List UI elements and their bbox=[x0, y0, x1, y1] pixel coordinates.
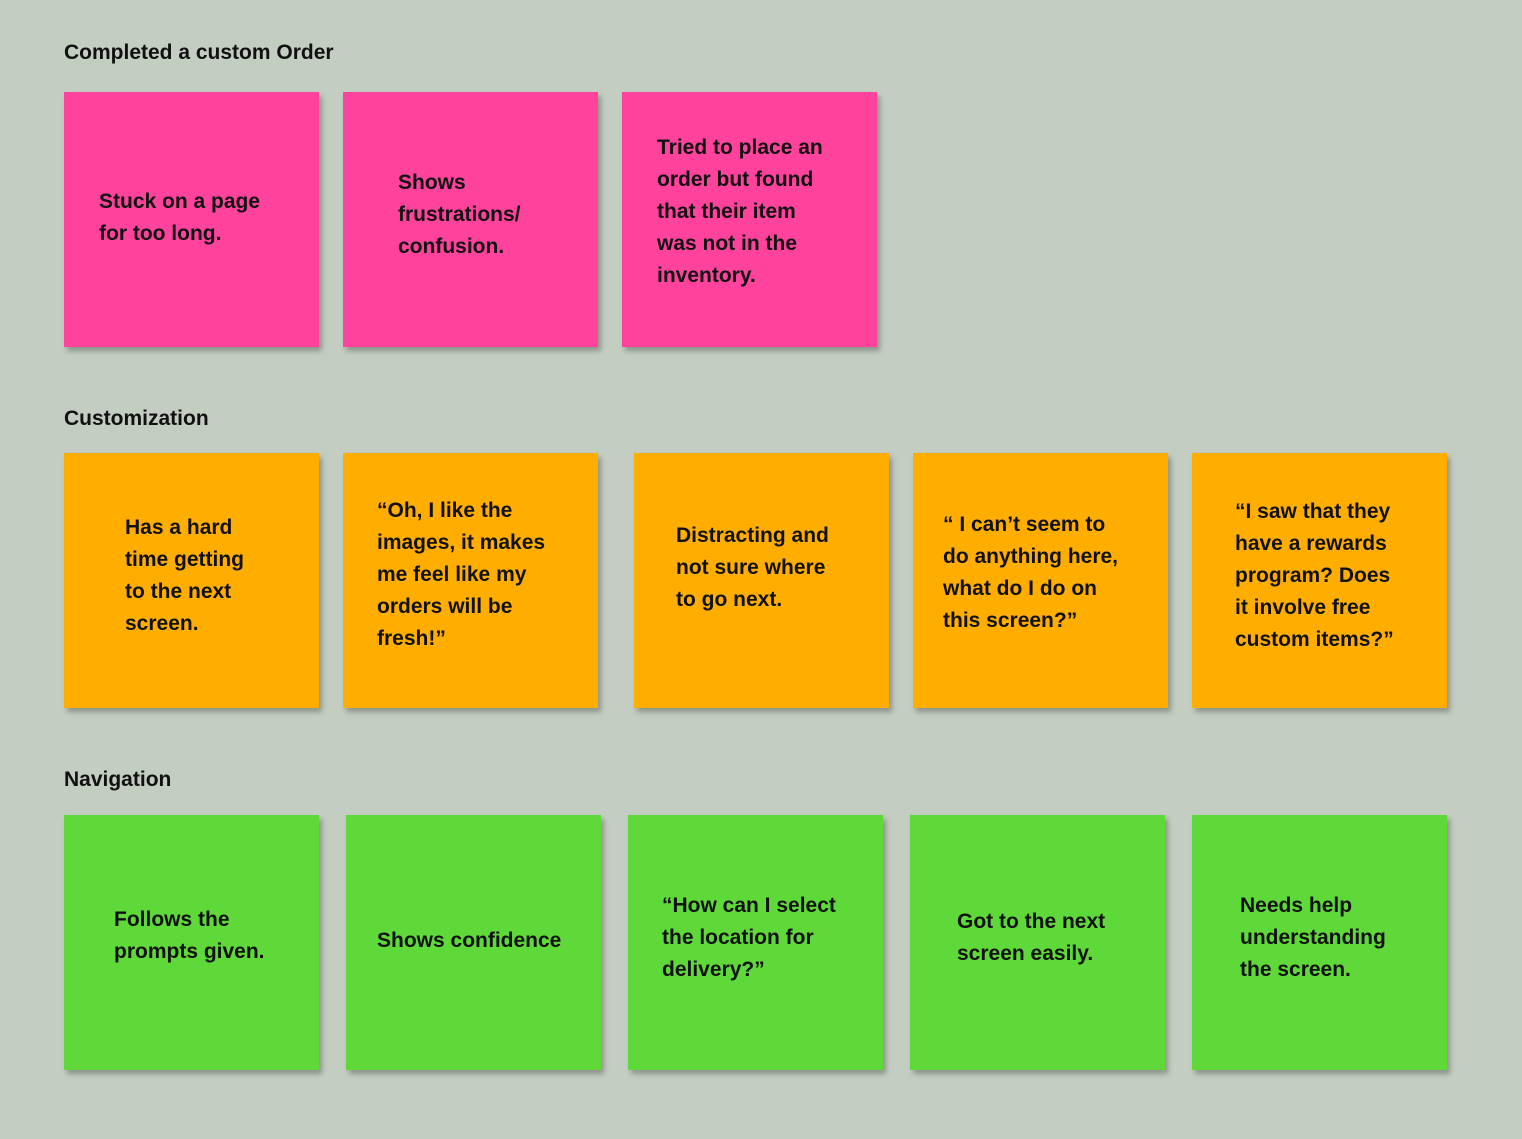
sticky-note[interactable]: Shows confidence bbox=[346, 815, 601, 1070]
section-title-navigation: Navigation bbox=[64, 768, 172, 791]
section-title-completed-order: Completed a custom Order bbox=[64, 41, 334, 64]
note-text: Shows confidence bbox=[377, 929, 562, 952]
section-title-customization: Customization bbox=[64, 407, 209, 430]
